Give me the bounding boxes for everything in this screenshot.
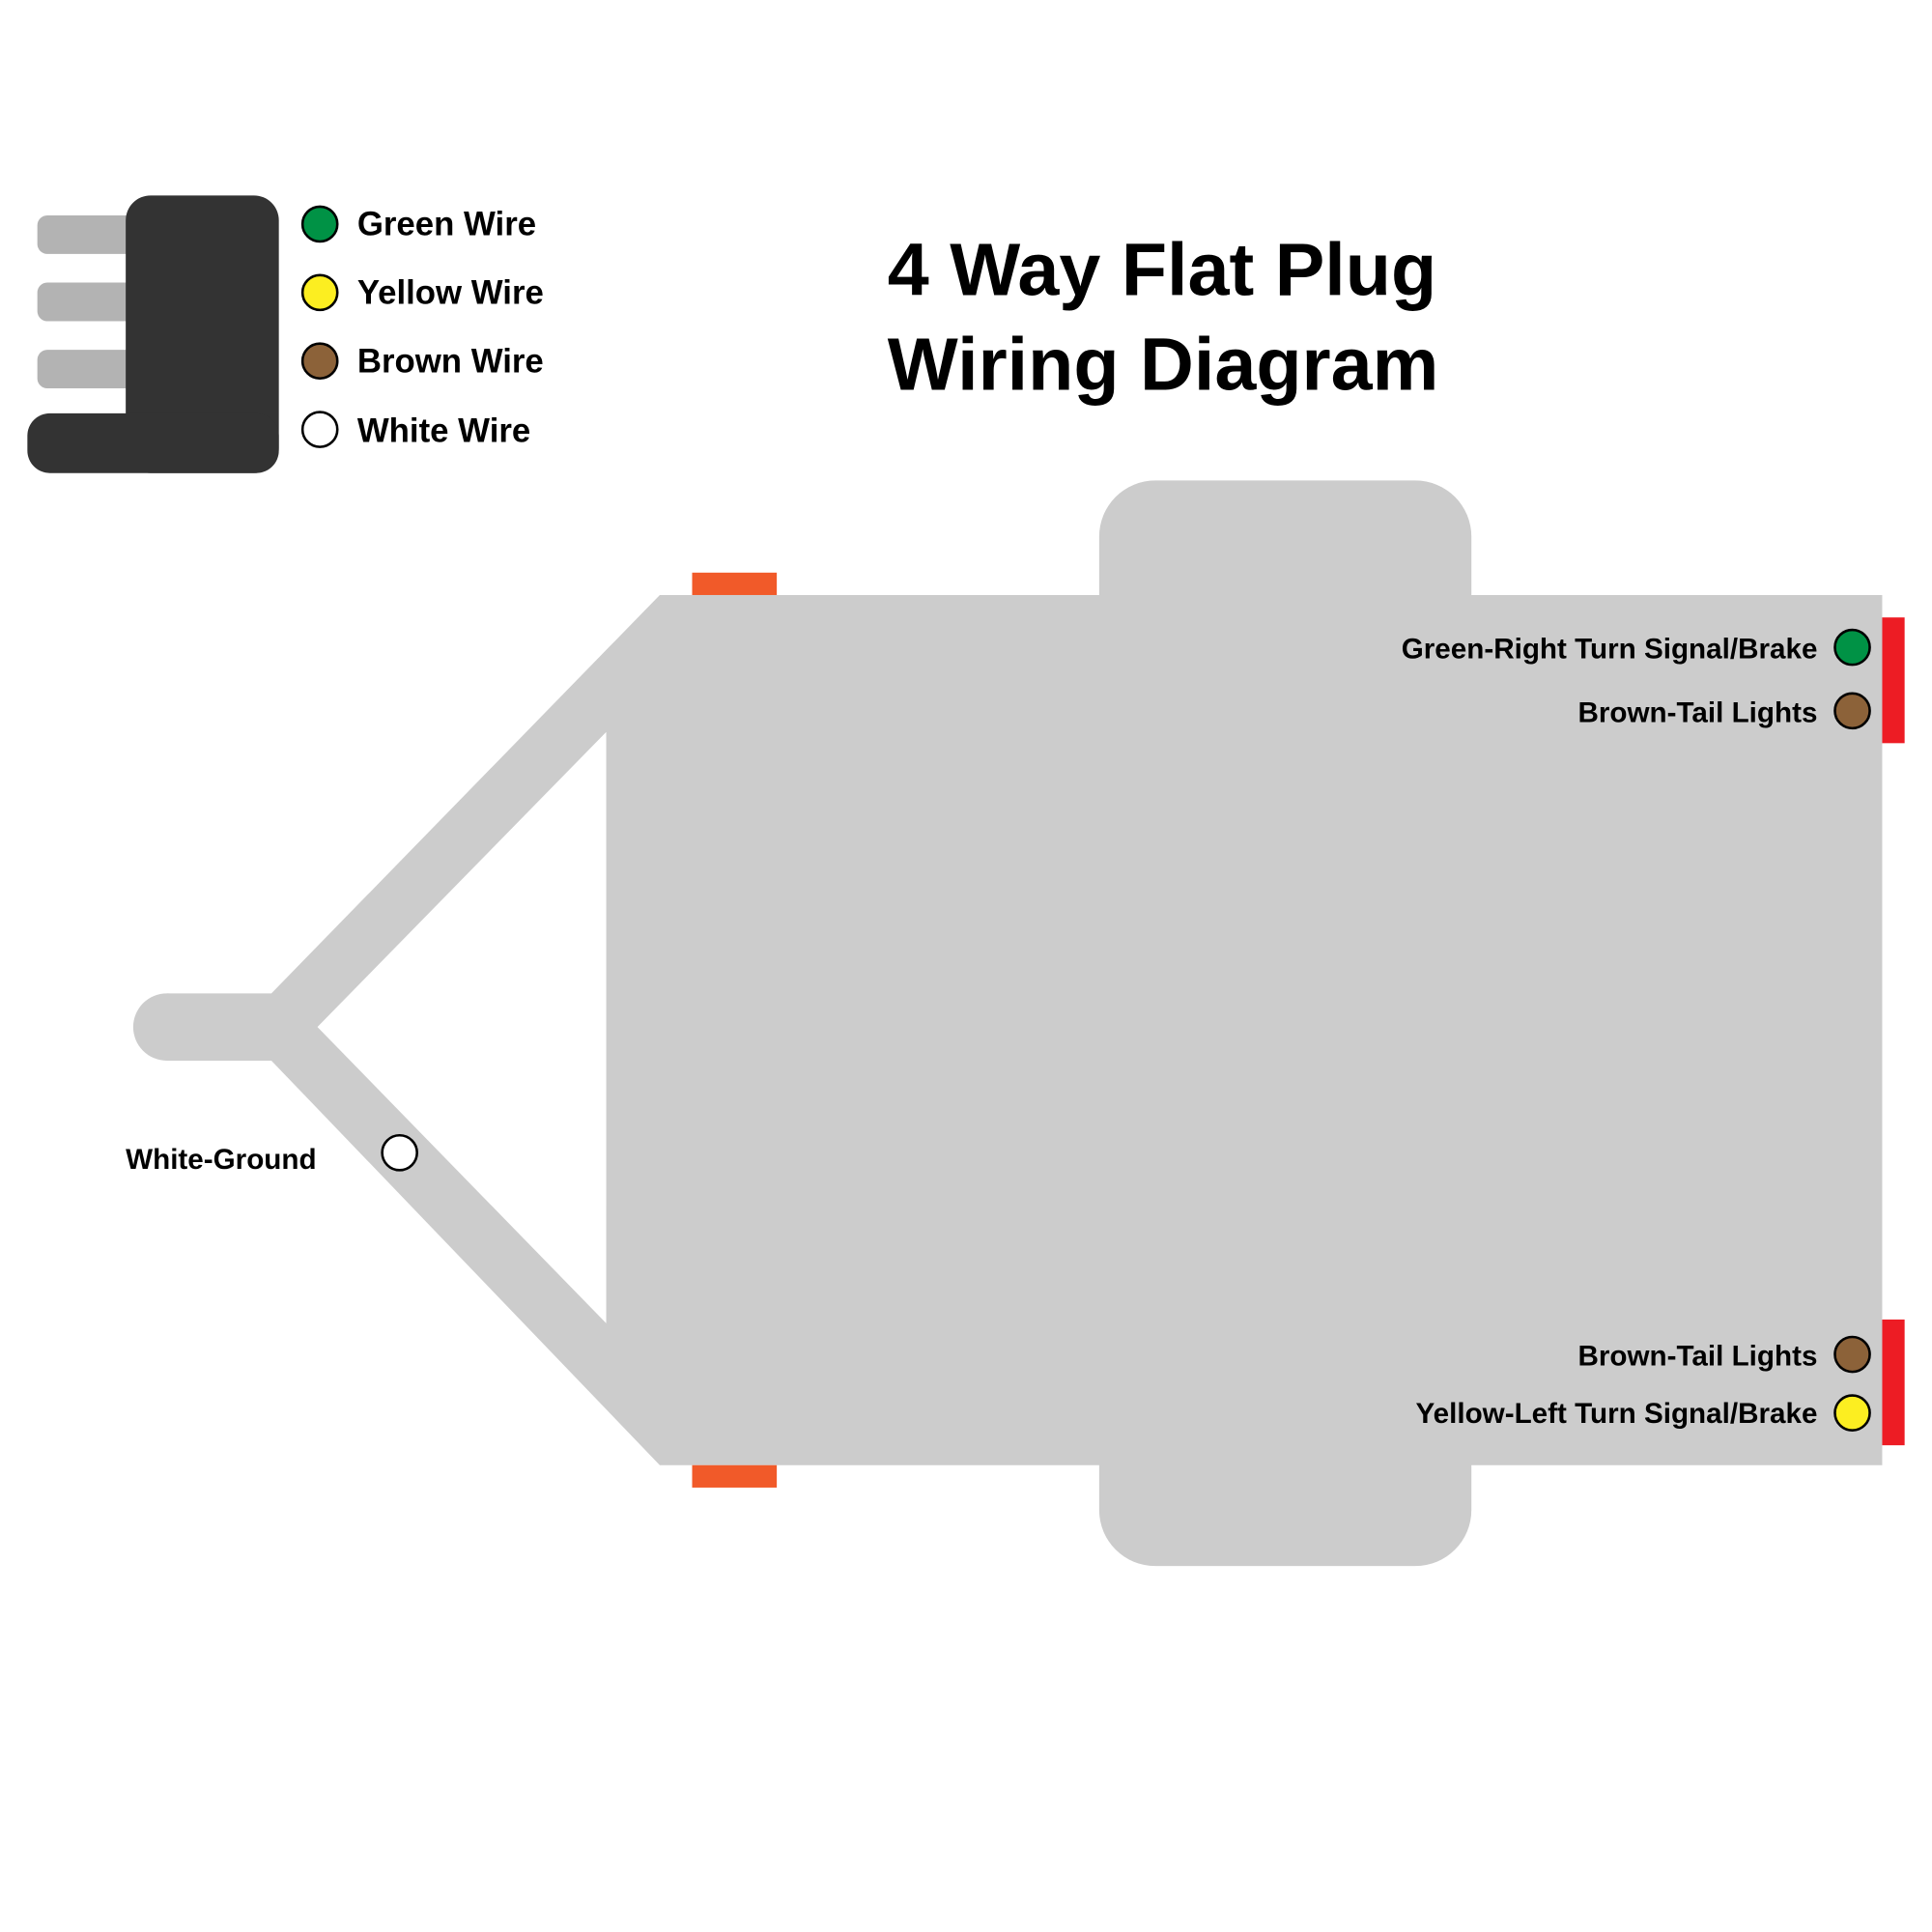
legend-item-green: Green Wire — [300, 205, 536, 243]
plug-prong — [37, 214, 150, 254]
plug-body — [126, 195, 279, 473]
yellow-wire-dot — [1833, 1394, 1871, 1432]
plug-ground-tab — [27, 412, 279, 473]
connection-label: White-Ground — [126, 1144, 316, 1176]
left-light-connections: Brown-Tail Lights Yellow-Left Turn Signa… — [1416, 1335, 1871, 1432]
hitch-coupler — [132, 993, 201, 1061]
title-line-1: 4 Way Flat Plug — [888, 228, 1436, 311]
tail-light-left — [1882, 1319, 1905, 1446]
legend-item-yellow: Yellow Wire — [300, 273, 544, 311]
legend-label: White Wire — [357, 412, 530, 449]
plug-prong — [37, 282, 150, 322]
brown-wire-dot — [1833, 1335, 1871, 1374]
legend-item-brown: Brown Wire — [300, 342, 544, 380]
connection-label: Brown-Tail Lights — [1577, 1341, 1817, 1373]
ground-connection: White-Ground — [126, 1133, 418, 1176]
marker-light-bottom — [692, 1464, 778, 1488]
trailer — [132, 480, 1905, 1567]
legend-label: Yellow Wire — [357, 274, 544, 311]
connection-label: Green-Right Turn Signal/Brake — [1402, 634, 1818, 666]
title-line-2: Wiring Diagram — [888, 323, 1439, 406]
plug-prong — [37, 350, 150, 389]
tongue-gap — [317, 731, 607, 1323]
white-wire-dot — [381, 1133, 418, 1172]
right-light-connections: Green-Right Turn Signal/Brake Brown-Tail… — [1402, 628, 1871, 730]
connection-label: Brown-Tail Lights — [1577, 696, 1817, 728]
connection-label: Yellow-Left Turn Signal/Brake — [1416, 1398, 1818, 1430]
wire-legend: Green Wire Yellow Wire Brown Wire White … — [300, 205, 544, 449]
legend-label: Brown Wire — [357, 343, 544, 380]
tail-light-right — [1882, 617, 1905, 744]
legend-item-white: White Wire — [300, 411, 530, 449]
flat-plug-icon — [27, 195, 279, 473]
legend-label: Green Wire — [357, 207, 536, 243]
marker-light-top — [692, 572, 778, 595]
brown-wire-dot — [1833, 692, 1871, 730]
green-wire-dot — [1833, 628, 1871, 667]
